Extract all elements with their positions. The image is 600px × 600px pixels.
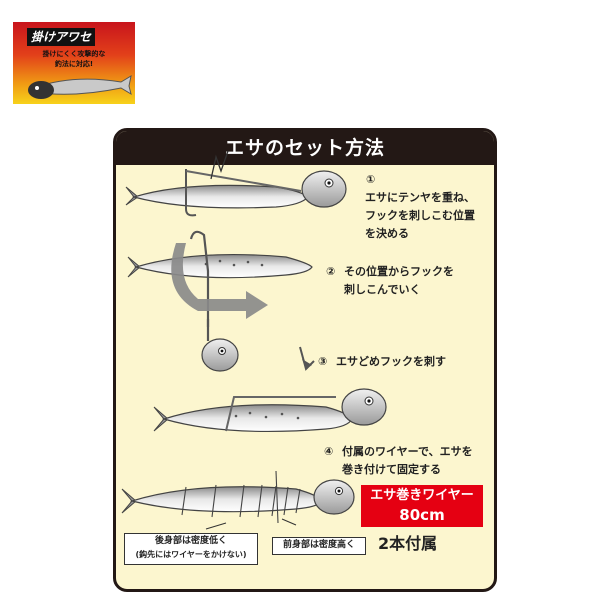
wire-length: 80cm xyxy=(399,506,445,524)
badge-subtitle-2: 釣法に対応! xyxy=(54,60,94,68)
panel-title: エサのセット方法 xyxy=(116,131,494,165)
step-4-illustration xyxy=(121,470,355,530)
step-1-illustration xyxy=(125,150,347,217)
step-2-text: その位置からフックを 刺しこんでいく xyxy=(344,265,454,296)
step-1-number: ① xyxy=(366,173,376,186)
badge-title: 掛けアワセ xyxy=(27,28,95,46)
step-3-illustration xyxy=(153,346,387,433)
rear-label-line1: 後身部は密度低く xyxy=(154,536,227,546)
setup-illustration xyxy=(121,150,387,530)
brand-badge: 掛けアワセ 掛けにくく攻撃的な 釣法に対応! xyxy=(13,22,135,104)
step-2-number: ② xyxy=(326,265,336,278)
step-3-number: ③ xyxy=(318,355,328,368)
step-2-illustration xyxy=(127,230,313,372)
step-1-text: エサにテンヤを重ね、 フックを刺しこむ位置 を決める xyxy=(365,191,475,240)
badge-lure-illustration xyxy=(28,74,132,99)
instruction-panel: エサのセット方法 xyxy=(113,128,497,592)
step-4-number: ④ xyxy=(324,445,334,458)
front-body-label: 前身部は密度高く xyxy=(272,537,366,555)
wire-quantity: 2本付属 xyxy=(378,534,438,553)
step-4-text: 付属のワイヤーで、エサを 巻き付けて固定する xyxy=(342,445,473,476)
wire-callout: エサ巻きワイヤー 80cm xyxy=(361,485,483,527)
wire-label: エサ巻きワイヤー xyxy=(370,488,474,503)
rear-label-line2: (鈎先にはワイヤーをかけない) xyxy=(135,550,247,559)
badge-subtitle-1: 掛けにくく攻撃的な xyxy=(42,50,106,58)
step-3-text: エサどめフックを刺す xyxy=(336,355,446,368)
rear-body-label: 後身部は密度低く (鈎先にはワイヤーをかけない) xyxy=(124,533,258,565)
